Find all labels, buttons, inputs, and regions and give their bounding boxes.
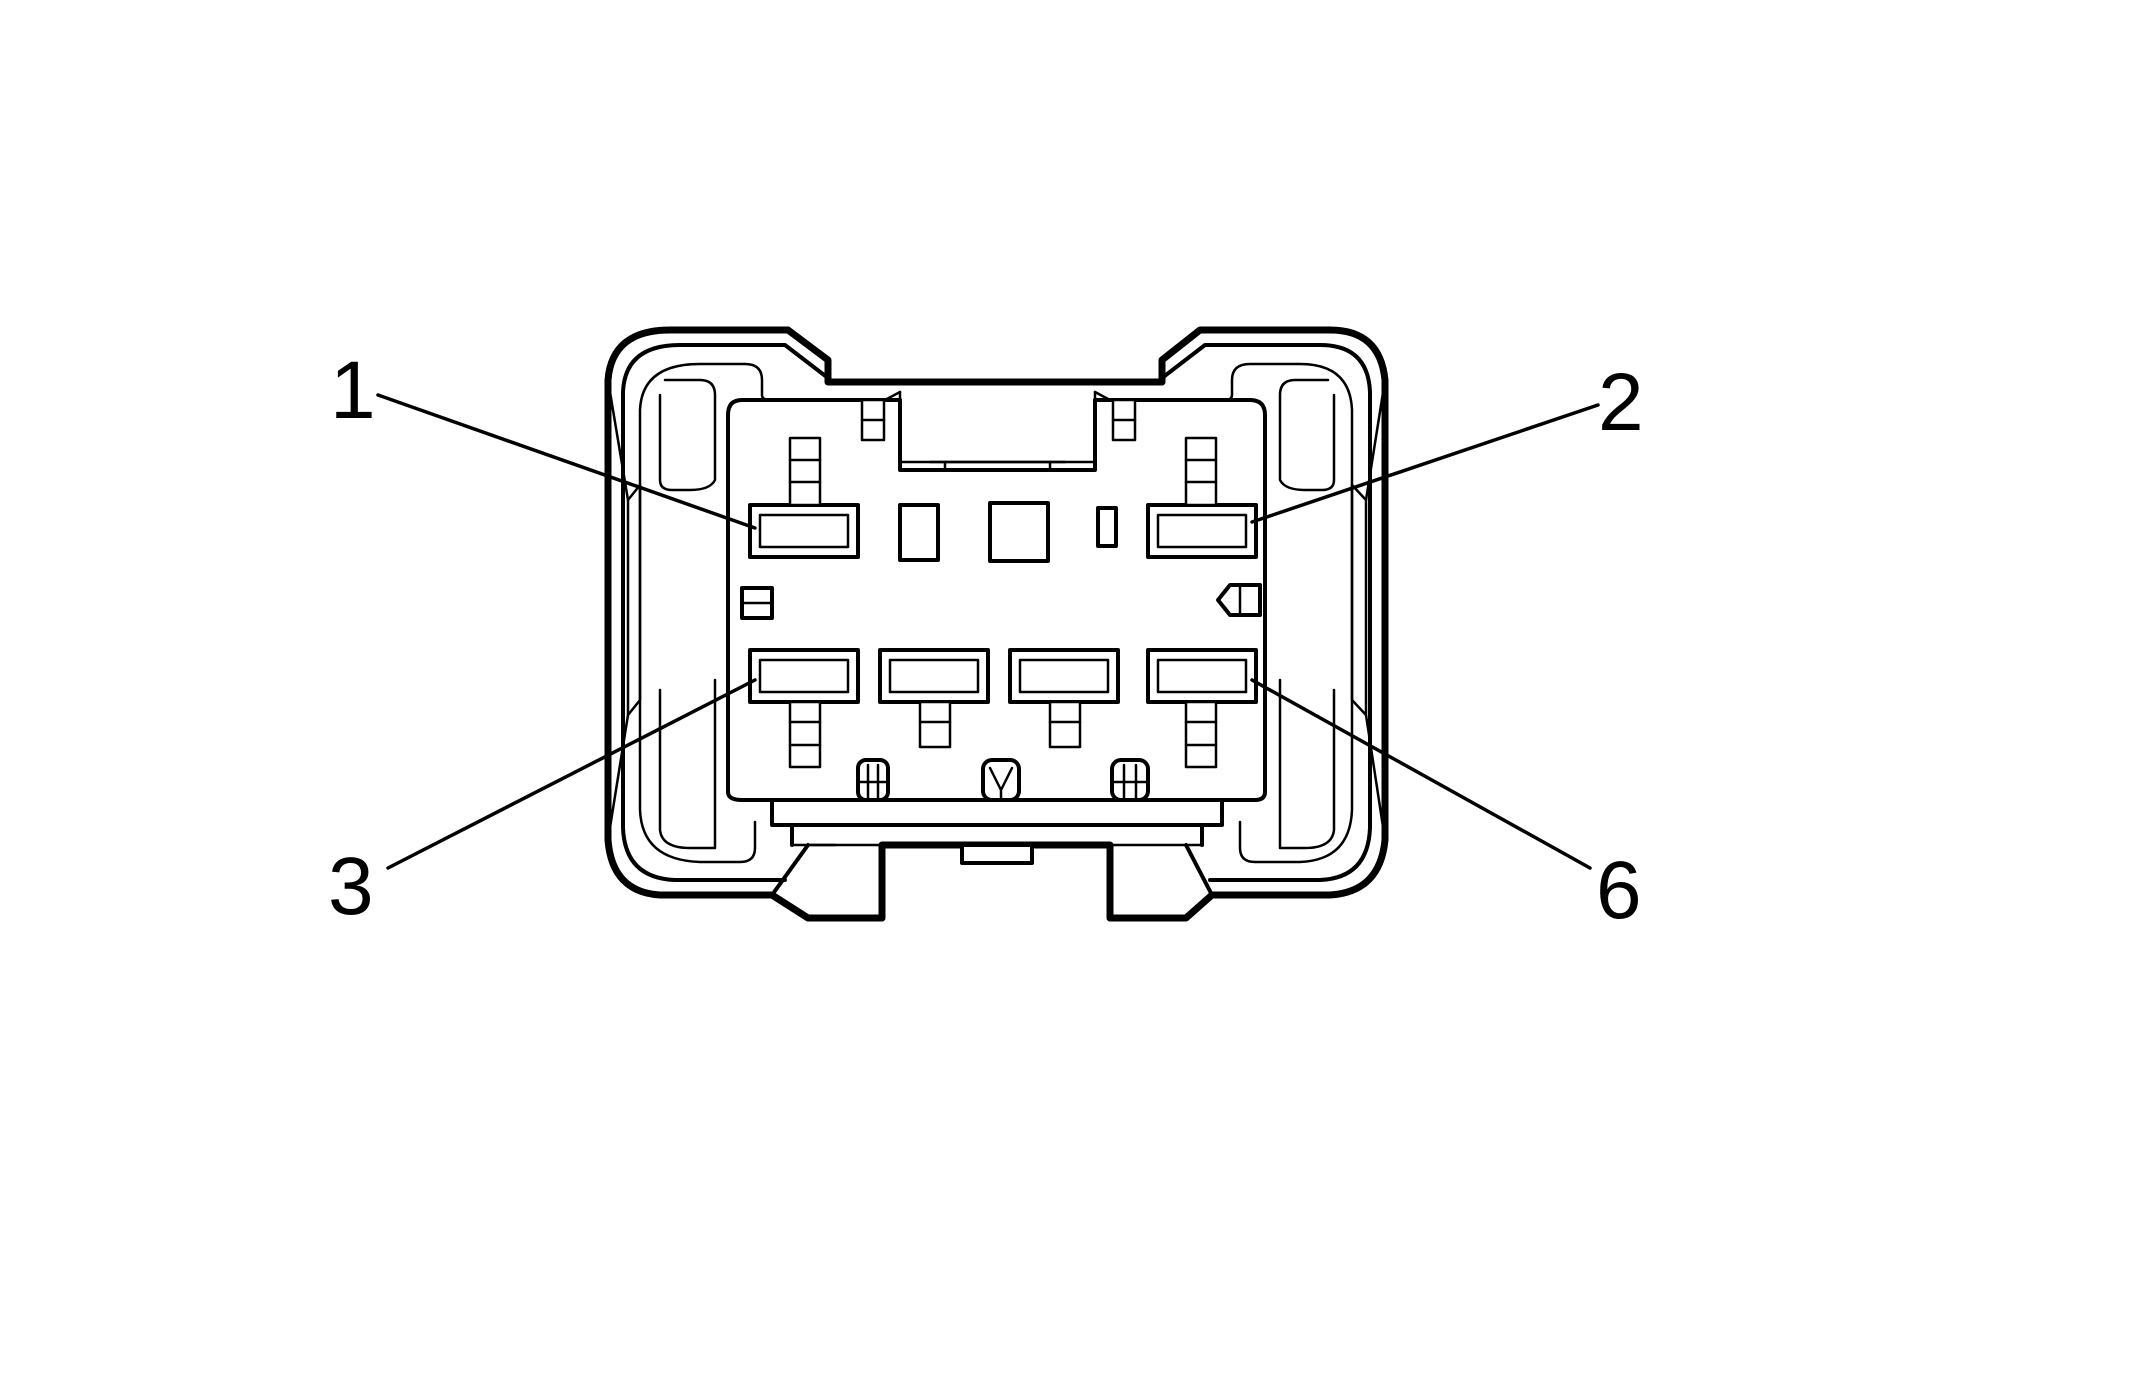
terminal-5-cavity bbox=[1008, 648, 1120, 749]
terminal-3-cavity bbox=[748, 648, 860, 769]
terminal-cavities bbox=[740, 436, 1262, 802]
leader-lines bbox=[376, 393, 1600, 870]
leader-1 bbox=[376, 393, 757, 530]
keying-block bbox=[988, 501, 1050, 563]
callout-1: 1 bbox=[330, 345, 376, 436]
callout-2: 2 bbox=[1598, 357, 1644, 448]
terminal-1-cavity bbox=[748, 436, 860, 559]
callout-labels: 1 2 3 6 bbox=[328, 345, 1644, 936]
callout-6: 6 bbox=[1596, 845, 1642, 936]
callout-3: 3 bbox=[328, 841, 374, 932]
keying-slot bbox=[1096, 506, 1118, 548]
leader-3 bbox=[386, 678, 757, 870]
terminal-6-cavity bbox=[1146, 648, 1258, 769]
leader-6 bbox=[1250, 678, 1592, 870]
connector-housing bbox=[604, 326, 1389, 922]
terminal-4-cavity bbox=[878, 648, 990, 749]
leader-2 bbox=[1250, 403, 1600, 524]
terminal-2-cavity bbox=[1146, 436, 1258, 559]
bottom-keys bbox=[856, 758, 1150, 802]
keying-rib bbox=[898, 503, 940, 562]
